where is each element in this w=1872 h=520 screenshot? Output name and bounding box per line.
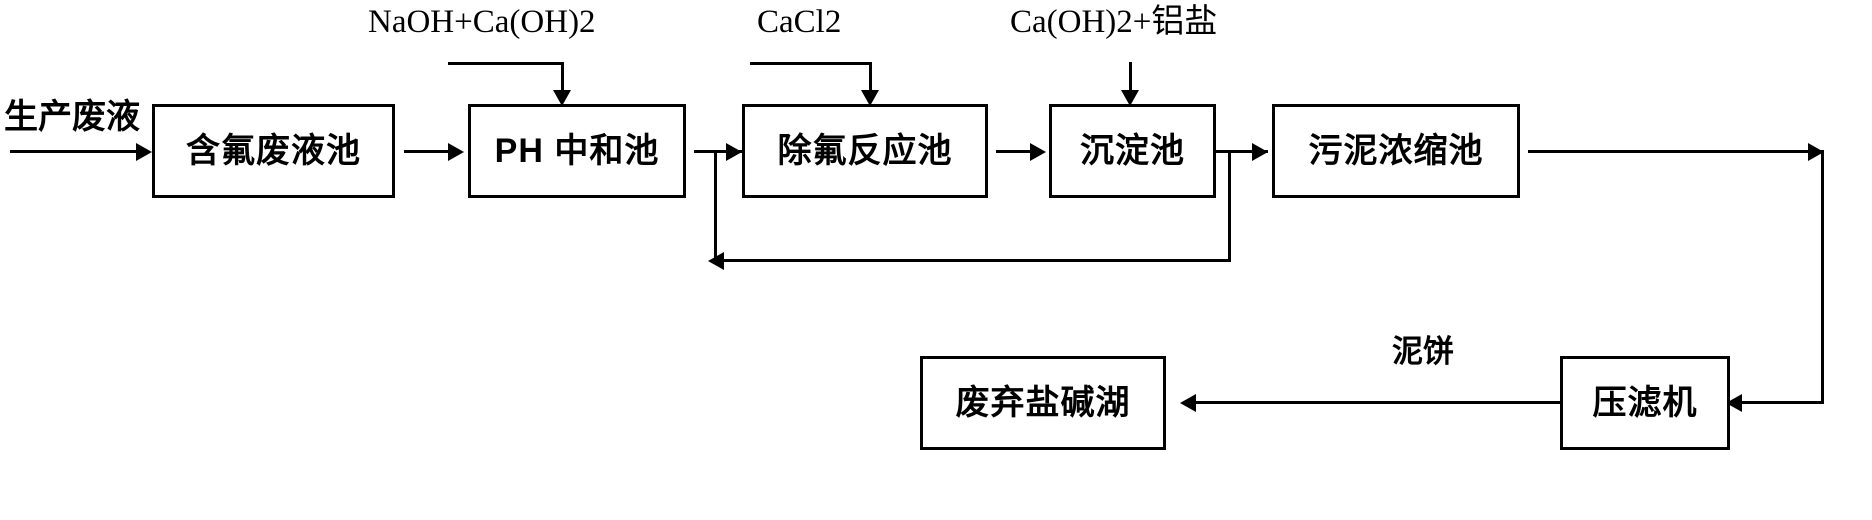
flow-line-box3-box4 [996,150,1038,153]
box-label: 压滤机 [1592,384,1698,422]
sludge-line-down [1821,150,1824,403]
sludge-line-right [1528,150,1824,153]
reagent1-arrow-head [553,90,571,106]
reagent2-line-horizontal [750,62,872,65]
box-label: 污泥浓缩池 [1308,132,1484,170]
box-ph-zhong-he-chi[interactable]: PH 中和池 [468,104,686,198]
sludge-arrow-press-head [1726,394,1742,412]
box-han-fu-fei-ye-chi[interactable]: 含氟废液池 [152,104,395,198]
input-label-raw-waste: 生产废液 [4,98,140,136]
flow-arrow-box4-box5 [1252,143,1268,161]
reagent2-arrow-head [861,90,879,106]
input-arrow-line [10,150,138,153]
recycle-return-arrow-head [708,252,724,270]
flow-arrow-box1-box2 [448,143,464,161]
box-label: 沉淀池 [1080,132,1185,170]
flow-arrow-box2-box3 [726,143,742,161]
reagent3-arrow-head [1121,90,1139,106]
flow-line-box1-box2 [404,150,450,153]
flow-arrow-box3-box4 [1030,143,1046,161]
flow-line-box4-box5 [1214,150,1268,153]
reagent1-line-vertical [561,62,564,94]
input-arrow-head [136,143,152,161]
recycle-return-line [722,259,1231,262]
box-fei-qi-yan-jian-hu[interactable]: 废弃盐碱湖 [920,356,1166,450]
reagent-label-cacl2: CaCl2 [757,4,842,40]
box-label: 废弃盐碱湖 [955,384,1131,422]
flow-line-box2-box3 [694,150,744,153]
box-chen-dian-chi[interactable]: 沉淀池 [1049,104,1216,198]
recycle-return-riser [714,150,717,262]
box-chu-fu-fan-ying-chi[interactable]: 除氟反应池 [742,104,988,198]
box-label: 含氟废液池 [186,132,361,170]
flow-line-press-to-lake [1196,401,1562,404]
reagent1-line-horizontal [448,62,564,65]
box-ya-lv-ji[interactable]: 压滤机 [1560,356,1730,450]
reagent-label-caoh2-lvyan: Ca(OH)2+铝盐 [1010,4,1218,40]
box-wu-ni-nong-suo-chi[interactable]: 污泥浓缩池 [1272,104,1520,198]
box-label: 除氟反应池 [777,132,953,170]
edge-label-ni-bing: 泥饼 [1392,334,1454,369]
reagent-label-naoh-caoh2: NaOH+Ca(OH)2 [368,4,596,40]
reagent2-line-vertical [869,62,872,94]
flow-arrow-press-to-lake-head [1180,394,1196,412]
sludge-arrow-right-head [1808,143,1824,161]
sludge-line-left-to-press [1740,401,1824,404]
recycle-branch-downleg [1228,150,1231,262]
reagent3-line-vertical [1129,62,1132,94]
box-label: PH 中和池 [494,132,660,170]
